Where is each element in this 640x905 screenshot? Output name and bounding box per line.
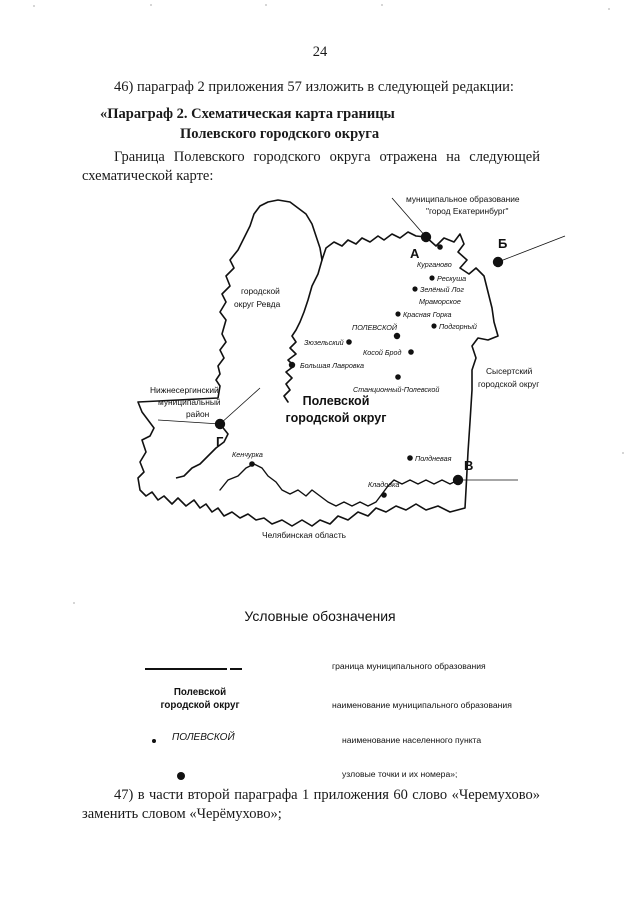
callout-leader-ekaterinburg [391,197,427,238]
legend-desc-boundary: граница муниципального образования [332,661,486,671]
legend-desc-nodes: узловые точки и их номера»; [342,769,458,779]
settlement-dot [395,374,401,380]
callout-nizhneserginsky-line1: Нижнесергинский [150,385,219,395]
settlement-dot [395,311,401,317]
settlement-label-kosoy-brod: Косой Брод [363,348,401,357]
settlement-dot [381,492,387,498]
settlement-label-krasnaya-gorka: Красная Горка [403,310,452,319]
settlement-dot [407,455,413,461]
settlement-label-mramorskoe: Мраморское [419,297,461,306]
scan-speck [73,602,75,604]
legend-title: Условные обозначения [244,608,396,624]
settlement-label-stancionnyi-polevskoy: Станционный-Полевской [353,385,439,394]
settlement-label-kladovka: Кладовка [368,480,399,489]
legend-row-settlement: ПОЛЕВСКОЙ наименование населенного пункт… [120,726,580,760]
scan-speck [265,4,267,6]
intro-paragraph: 46) параграф 2 приложения 57 изложить в … [114,79,514,95]
settlement-dot [429,275,435,281]
settlement-dot [393,332,401,340]
node-dot-icon [177,772,185,780]
legend-symbol-node [120,760,320,794]
callout-ekaterinburg-line1: муниципальное образование [406,194,520,204]
municipal-boundary-outline [137,199,499,527]
neighbour-sysert-line1: Сысертский [486,366,533,376]
settlement-label-kenchurka: Кенчурка [232,450,263,459]
settlement-dot [288,361,296,369]
settlement-label-zyuzelskiy: Зюзельский [304,338,344,347]
okrug-name-sample: Полевской городской округ [120,687,280,712]
map-title-line1: «Параграф 2. Схематическая карта границы [100,106,395,122]
scan-speck [622,452,624,454]
legend-desc-okrug-name: наименование муниципального образования [332,700,512,710]
node-leader-b [497,235,566,263]
legend-symbol-boundary-line [120,652,320,686]
scan-speck [150,4,152,6]
legend-row-nodes: узловые точки и их номера»; [120,760,580,794]
closing-paragraph: 47) в части второй параграфа 1 приложени… [82,787,540,822]
legend-row-okrug-name: Полевской городской округ наименование м… [120,686,580,720]
okrug-name-sample-line2: городской округ [160,699,240,711]
settlement-label-podgornyi: Подгорный [439,322,477,331]
scan-speck [33,5,35,7]
node-label-g: Г [216,434,224,449]
settlement-label-polevskoy: ПОЛЕВСКОЙ [352,323,398,332]
node-label-b: Б [498,236,507,251]
settlement-dot [437,244,443,250]
boundary-line-tail-icon [230,668,242,670]
neighbour-chelyabinsk: Челябинская область [262,530,347,540]
settlement-dot [249,461,255,467]
scan-speck [608,8,610,10]
node-label-v: В [464,458,473,473]
neighbour-revda-line1: городской [241,286,280,296]
map-title-line2: Полевского городского округа [180,126,380,142]
chelyabinsk-border [219,463,459,507]
callout-leader-nizhneserginsky [219,387,261,425]
node-leader-g-west [157,419,221,425]
settlement-name-sample: ПОЛЕВСКОЙ [172,732,235,743]
scan-speck [381,4,383,6]
settlement-dot [412,286,418,292]
settlement-dot [408,349,414,355]
boundary-line-icon [145,668,227,670]
legend-desc-settlement: наименование населенного пункта [342,735,482,745]
okrug-name-line2: городской округ [286,411,387,425]
legend-symbol-settlement: ПОЛЕВСКОЙ [120,726,320,760]
settlement-dot-icon [152,739,156,743]
page-number: 24 [312,44,328,60]
schematic-map: А Б В Г муниципальное образование "город… [120,190,640,560]
settlement-label-zelenyi-log: Зелёный Лог [420,285,464,294]
settlement-dot [431,323,437,329]
neighbour-revda-line2: округ Ревда [234,299,281,309]
settlement-label-poldnevaya: Полдневая [415,454,452,463]
settlement-label-kurganovo: Курганово [417,260,452,269]
neighbour-sysert-line2: городской округ [478,379,539,389]
map-title: «Параграф 2. Схематическая карта границы… [82,104,540,144]
settlement-label-bolshaya-lavrovka: Большая Лавровка [300,361,364,370]
lead-paragraph: Граница Полевского городского округа отр… [82,149,540,184]
callout-ekaterinburg-line2: "город Екатеринбург" [426,206,509,216]
node-label-a: А [410,246,420,261]
okrug-name-sample-line1: Полевской [173,687,227,698]
map-legend: Условные обозначения граница муниципальн… [120,608,580,780]
legend-row-boundary: граница муниципального образования [120,652,580,686]
western-boundary-detail [283,259,323,403]
callout-nizhneserginsky-line2: муниципальный [158,397,221,407]
legend-symbol-okrug-name: Полевской городской округ [120,686,320,720]
callout-nizhneserginsky-line3: район [186,409,210,419]
okrug-name-line1: Полевской [303,394,370,408]
boundary-segment-g [175,423,229,479]
settlement-dot [346,339,352,345]
settlement-label-reskusha: Рескуша [437,274,466,283]
